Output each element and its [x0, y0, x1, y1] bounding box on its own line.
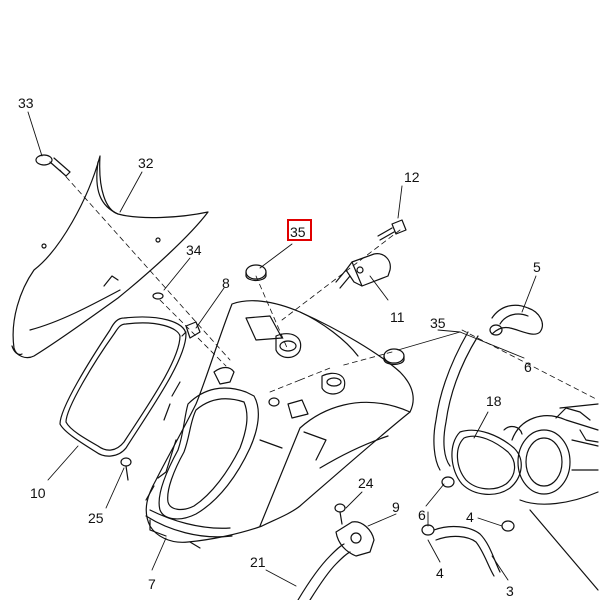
part-18-gasket — [451, 429, 522, 495]
callout-11: 11 — [390, 309, 405, 325]
air-box-housing — [145, 300, 414, 543]
callout-35: 35 — [430, 315, 446, 331]
callout-3: 3 — [506, 583, 514, 599]
callout-24: 24 — [358, 475, 374, 491]
callout-32: 32 — [138, 155, 154, 171]
part-34-washer — [152, 292, 164, 300]
callout-18: 18 — [486, 393, 502, 409]
part-24-screw — [334, 503, 346, 525]
part-10-gasket — [59, 316, 187, 457]
part-6-clamp-lower — [421, 524, 435, 536]
callout-6-lower: 6 — [418, 507, 426, 523]
highlighted-callout-box — [287, 219, 312, 241]
callout-12: 12 — [404, 169, 420, 185]
part-32-cover — [11, 155, 209, 359]
part-6-clamp-upper — [489, 324, 503, 336]
callout-34: 34 — [186, 242, 202, 258]
callout-7: 7 — [148, 576, 156, 592]
part-11-sensor — [335, 253, 391, 289]
part-33-bolt — [35, 154, 71, 177]
callout-4-upper: 4 — [466, 509, 474, 525]
callout-35-highlighted: 35 — [290, 224, 306, 240]
part-5-hose — [491, 304, 543, 335]
callout-6-upper: 6 — [524, 359, 532, 375]
part-8-clip — [181, 321, 201, 339]
callout-10: 10 — [30, 485, 46, 501]
callout-9: 9 — [392, 499, 400, 515]
part-25-screw — [120, 457, 132, 481]
breather-hose — [433, 331, 479, 488]
part-7-housing-bottom — [149, 519, 201, 549]
callout-33: 33 — [18, 95, 34, 111]
callout-8: 8 — [222, 275, 230, 291]
part-35-cap-right — [383, 348, 405, 366]
callout-4-lower: 4 — [436, 565, 444, 581]
part-9-joint — [335, 521, 375, 557]
callout-25: 25 — [88, 510, 104, 526]
part-35-cap-left — [245, 264, 267, 282]
throttle-body — [503, 403, 599, 591]
callout-5: 5 — [533, 259, 541, 275]
part-4-hose — [433, 520, 515, 577]
callout-21: 21 — [250, 554, 266, 570]
assembly-guide-lines — [59, 169, 599, 401]
part-12-screw — [377, 219, 407, 241]
part-21-hose — [297, 543, 351, 600]
